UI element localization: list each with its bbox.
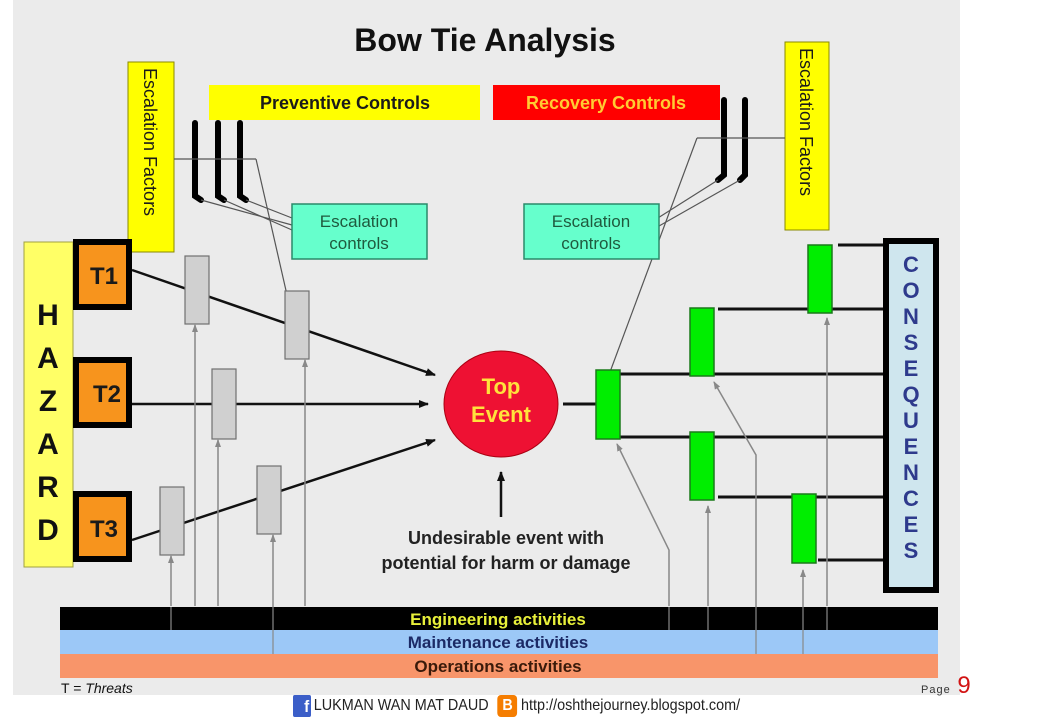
svg-text:Escalation Factors: Escalation Factors (796, 48, 816, 196)
blog-url[interactable]: http://oshthejourney.blogspot.com/ (521, 697, 741, 714)
escalation-controls-left: Escalation controls (291, 203, 428, 260)
svg-text:Escalation: Escalation (552, 212, 630, 231)
blogger-icon: B (497, 695, 518, 717)
preventive-barriers (159, 255, 310, 556)
threat-t3: T3 (73, 491, 132, 562)
band-connectors (170, 607, 828, 654)
svg-text:controls: controls (329, 234, 389, 253)
escalation-barriers-right (715, 97, 748, 183)
svg-text:Preventive Controls: Preventive Controls (260, 93, 430, 113)
svg-text:E: E (904, 434, 919, 459)
svg-text:H: H (37, 299, 59, 332)
svg-text:N: N (903, 304, 919, 329)
diagram-title: Bow Tie Analysis (354, 22, 615, 58)
slide-corner (838, 0, 960, 60)
escalation-controls-right: Escalation controls (523, 203, 660, 260)
threat-t1: T1 (73, 239, 132, 310)
svg-text:Recovery Controls: Recovery Controls (526, 93, 686, 113)
svg-text:E: E (904, 356, 919, 381)
activity-operations: Operations activities (60, 654, 938, 678)
consequences-box: C O N S E Q U E N C E S (883, 238, 939, 593)
svg-text:Escalation Factors: Escalation Factors (140, 68, 160, 216)
svg-text:A: A (37, 342, 59, 375)
activity-engineering: Engineering activities (60, 607, 938, 630)
svg-text:N: N (903, 460, 919, 485)
svg-text:T1: T1 (90, 263, 118, 290)
recovery-barriers (595, 244, 833, 564)
svg-text:C: C (903, 252, 919, 277)
svg-text:Event: Event (471, 402, 532, 427)
svg-text:Top: Top (482, 374, 521, 399)
escalation-barriers-left (192, 120, 249, 203)
svg-text:C: C (903, 486, 919, 511)
author-name: LUKMAN WAN MAT DAUD (313, 697, 489, 714)
hazard-box: H A Z A R D (23, 241, 74, 568)
svg-text:Engineering activities: Engineering activities (410, 610, 586, 629)
svg-text:U: U (903, 408, 919, 433)
svg-text:A: A (37, 428, 59, 461)
footer-credit: f LUKMAN WAN MAT DAUD B http://oshthejou… (293, 694, 740, 718)
svg-text:S: S (904, 538, 919, 563)
activity-maintenance: Maintenance activities (60, 630, 938, 654)
svg-text:Operations activities: Operations activities (414, 657, 581, 676)
undesirable-note: Undesirable event with potential for har… (381, 528, 630, 573)
svg-text:O: O (902, 278, 919, 303)
escalation-factors-left: Escalation Factors (127, 61, 175, 253)
svg-text:potential for harm or damage: potential for harm or damage (381, 553, 630, 573)
escalation-factors-right: Escalation Factors (784, 41, 830, 231)
activity-arrows-left (168, 324, 308, 650)
preventive-controls-header: Preventive Controls (209, 85, 480, 120)
threat-t2: T2 (73, 357, 132, 428)
svg-text:E: E (904, 512, 919, 537)
svg-text:S: S (904, 330, 919, 355)
facebook-icon: f (293, 695, 311, 717)
recovery-controls-header: Recovery Controls (493, 85, 720, 120)
threat-legend: T = Threats (61, 680, 133, 696)
activity-arrows-right (616, 317, 830, 640)
svg-text:T2: T2 (93, 381, 121, 408)
svg-text:R: R (37, 471, 59, 504)
top-event: Top Event (443, 350, 559, 458)
svg-text:Escalation: Escalation (320, 212, 398, 231)
svg-text:T3: T3 (90, 516, 118, 543)
svg-text:Q: Q (902, 382, 919, 407)
svg-text:Undesirable event with: Undesirable event with (408, 528, 604, 548)
page-number: Page 9 (921, 672, 971, 699)
escalation-link-lines-left (174, 158, 296, 331)
svg-text:controls: controls (561, 234, 621, 253)
svg-text:Maintenance activities: Maintenance activities (408, 633, 588, 652)
svg-text:D: D (37, 514, 59, 547)
svg-text:Z: Z (39, 385, 57, 418)
